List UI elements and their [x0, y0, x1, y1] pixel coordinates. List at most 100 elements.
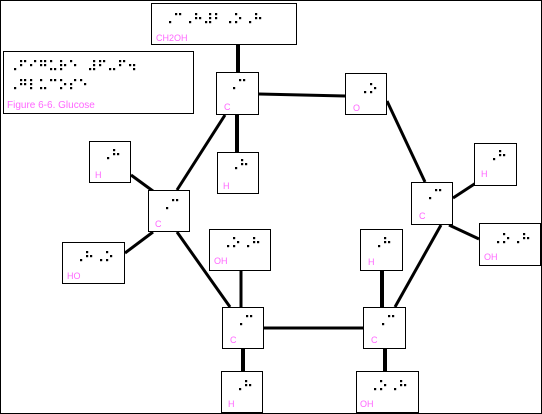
braille-dot [20, 60, 23, 63]
braille-dot [103, 60, 106, 63]
atom-c-bottom-right-label: C [371, 335, 378, 345]
atom-h-bottom: H [221, 371, 263, 413]
braille-dot [99, 60, 102, 63]
braille-dot [119, 60, 122, 63]
atom-c-top-label: C [224, 102, 231, 112]
atom-oh-mid-left-braille [227, 237, 260, 248]
braille-dot [392, 315, 395, 318]
atom-h-right-braille [493, 150, 506, 161]
atom-h-top-label: H [223, 181, 230, 191]
braille-dot [80, 259, 83, 262]
braille-dot [215, 17, 218, 20]
braille-dot [70, 60, 73, 63]
braille-dot [117, 153, 120, 156]
bond-line [448, 223, 480, 241]
braille-dot [106, 251, 109, 254]
braille-dot [364, 91, 367, 94]
braille-dot [20, 83, 23, 86]
braille-dot [100, 259, 103, 262]
atom-c-right-label: C [419, 211, 426, 221]
atom-ho-left-braille [80, 251, 113, 262]
braille-dot [60, 64, 63, 67]
braille-dot [195, 17, 198, 20]
braille-dot [179, 13, 182, 16]
braille-dot [523, 233, 526, 236]
braille-dot [14, 68, 17, 71]
braille-dot [70, 83, 73, 86]
braille-dot [245, 380, 248, 383]
braille-dot [113, 68, 116, 71]
braille-dot [64, 64, 67, 67]
bond-line [393, 224, 443, 308]
braille-dot [384, 384, 387, 387]
braille-dot [388, 315, 391, 318]
braille-dot [129, 64, 132, 67]
braille-dot [400, 384, 403, 387]
braille-dot [237, 241, 240, 244]
braille-dot [14, 87, 17, 90]
braille-dot [245, 163, 248, 166]
braille-dot [233, 87, 236, 90]
braille-dot [380, 380, 383, 383]
braille-dot [123, 60, 126, 63]
braille-dot [435, 189, 438, 192]
braille-dot [493, 158, 496, 161]
braille-dot [499, 154, 502, 157]
atom-c-top: C [216, 72, 259, 115]
braille-dot [90, 255, 93, 258]
caption-text: Figure 6-6. Glucose [7, 100, 95, 111]
braille-dot [50, 60, 53, 63]
braille-dot [209, 17, 212, 20]
braille-dot [60, 68, 63, 71]
braille-dot [169, 21, 172, 24]
braille-dot [119, 64, 122, 67]
braille-dot [370, 83, 373, 86]
braille-dot [109, 68, 112, 71]
braille-dot [239, 79, 242, 82]
atom-c-right: C [411, 182, 453, 225]
braille-dot [241, 159, 244, 162]
atom-h-mid-right-label: H [368, 257, 375, 267]
bond-line [385, 100, 427, 183]
braille-dot [93, 68, 96, 71]
braille-dot [255, 17, 258, 20]
braille-dot [86, 255, 89, 258]
braille-dot [199, 17, 202, 20]
braille-dot [235, 13, 238, 16]
braille-dot [113, 153, 116, 156]
braille-dot [245, 384, 248, 387]
atom-oh-bottom-label: OH [360, 399, 374, 409]
bond-line [258, 92, 346, 98]
caption-braille [14, 60, 136, 90]
atom-h-bottom-label: H [228, 399, 235, 409]
braille-dot [249, 21, 252, 24]
braille-dot [133, 68, 136, 71]
braille-dot [50, 79, 53, 82]
atom-c-bottom-left-label: C [230, 335, 237, 345]
braille-dot [80, 79, 83, 82]
atom-h-right-label: H [481, 169, 488, 179]
braille-dot [60, 87, 63, 90]
braille-dot [54, 68, 57, 71]
atom-c-bottom-left-braille [240, 315, 253, 326]
atom-c-top-braille [233, 79, 246, 90]
braille-dot [24, 83, 27, 86]
atom-h-mid-right-braille [378, 237, 391, 248]
braille-dot [235, 167, 238, 170]
braille-dot [40, 79, 43, 82]
braille-dot [107, 157, 110, 160]
atom-ho-left: HO [62, 242, 125, 284]
braille-dot [30, 87, 33, 90]
braille-dot [50, 68, 53, 71]
braille-dot [253, 241, 256, 244]
braille-dot [374, 87, 377, 90]
atom-oh-right-braille [497, 233, 530, 244]
atom-h-right: H [474, 143, 517, 186]
braille-dot [93, 64, 96, 67]
atom-h-top: H [217, 152, 259, 194]
bond-line [175, 231, 232, 308]
braille-dot [253, 237, 256, 240]
braille-dot [24, 60, 27, 63]
braille-dot [523, 237, 526, 240]
